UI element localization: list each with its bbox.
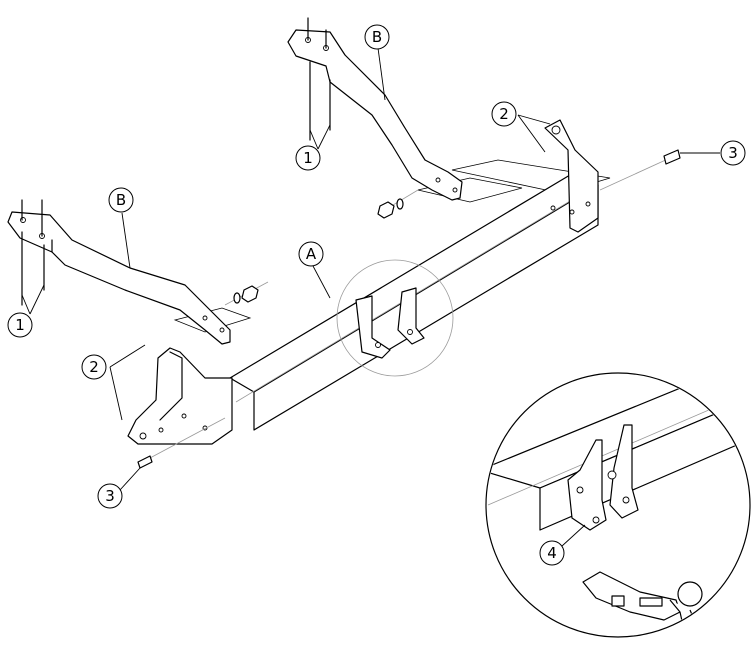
- callout-label-2: 2: [499, 105, 509, 123]
- end-plate-right: [544, 119, 599, 233]
- end-plate-left-outline: [127, 347, 233, 445]
- center-bracket-2: [397, 287, 425, 345]
- center-bracket-hole: [407, 329, 413, 335]
- arm-B-left-outline: [7, 211, 231, 345]
- nut-icon: [241, 285, 259, 303]
- bolt-right: [599, 149, 681, 191]
- callout-label-3: 3: [728, 144, 738, 162]
- leader-2-left: [109, 366, 123, 421]
- nut-icon: [377, 201, 395, 219]
- end-plate-right-outline: [544, 119, 599, 233]
- callout-circle: [364, 24, 390, 50]
- end-plate-right-hole: [569, 209, 575, 215]
- detail-bracket-right: [609, 424, 639, 519]
- callout-label-3: 3: [105, 487, 115, 505]
- callout-circle: [720, 140, 746, 166]
- callout-label-A: A: [306, 245, 317, 263]
- leader-1-right: [317, 124, 331, 150]
- callout-circle: [491, 101, 517, 127]
- callout-label-1: 1: [303, 149, 313, 167]
- bolt-left: [137, 417, 226, 469]
- detail-hole: [622, 496, 630, 504]
- end-plate-left-flange: [159, 351, 183, 421]
- fasteners-right: [377, 189, 419, 219]
- detail-crossbar-top: [487, 379, 749, 489]
- callout-4: 4: [539, 540, 565, 566]
- bolt-icon: [663, 149, 681, 165]
- leader-2-right: [517, 114, 551, 125]
- callout-circle: [298, 241, 324, 267]
- callout-circle: [108, 187, 134, 213]
- end-plate-left: [127, 347, 233, 445]
- end-plate-left-hole: [158, 427, 164, 433]
- leader-2-right: [517, 114, 546, 153]
- arm-B-left-hole: [20, 217, 26, 223]
- detail-clip: [639, 597, 663, 607]
- leader-1-left: [21, 294, 31, 315]
- center-bracket-1: [355, 295, 391, 359]
- callout-3-left: 3: [97, 483, 123, 509]
- end-plate-left-hole: [181, 413, 187, 419]
- arm-B-left: [7, 199, 231, 345]
- shadow-plane-right: [451, 159, 611, 194]
- detail-bracket-left: [567, 439, 607, 531]
- detail-hole: [592, 516, 600, 524]
- end-plate-left-hole: [139, 432, 147, 440]
- crossbar-front-face: [253, 184, 599, 431]
- detail-pin: [611, 595, 625, 607]
- callout-circle: [7, 312, 33, 338]
- callout-label-B: B: [372, 28, 382, 46]
- center-bracket-hole: [375, 342, 381, 348]
- arm-B-left-hole: [202, 315, 208, 321]
- detail-view: [485, 372, 751, 638]
- callout-B-left: B: [108, 187, 134, 213]
- callout-circle: [97, 483, 123, 509]
- leader-lines: [21, 47, 720, 547]
- leader-1-left: [29, 284, 45, 315]
- callout-1-right: 1: [295, 145, 321, 171]
- detail-highlight-circle: [336, 259, 454, 377]
- arm-B-right-outline: [287, 29, 463, 201]
- callout-circle: [539, 540, 565, 566]
- callout-B-right: B: [364, 24, 390, 50]
- callout-label-4: 4: [547, 544, 557, 562]
- leader-B-right: [377, 47, 386, 101]
- callout-circle: [295, 145, 321, 171]
- callout-2-right: 2: [491, 101, 517, 127]
- callout-circle: [81, 354, 107, 380]
- arm-B-right-hole: [435, 177, 441, 183]
- leader-2-left: [109, 344, 146, 368]
- arm-B-right: [287, 17, 463, 201]
- end-plate-right-hole: [551, 125, 561, 135]
- tow-ball-icon: [677, 581, 703, 607]
- leader-4: [561, 524, 586, 547]
- callout-1-left: 1: [7, 312, 33, 338]
- end-plate-right-hole: [585, 201, 591, 207]
- arm-B-left-hole: [219, 327, 225, 333]
- callout-2-left: 2: [81, 354, 107, 380]
- washer-icon: [396, 198, 404, 210]
- leader-3-left: [119, 467, 141, 491]
- fasteners-left: [224, 281, 269, 306]
- bolt-right-axis: [599, 157, 671, 191]
- crossbar-hole: [550, 205, 556, 211]
- center-brackets: [355, 287, 425, 359]
- callout-label-B: B: [116, 191, 126, 209]
- callout-label-1: 1: [15, 316, 25, 334]
- bolt-left-axis: [149, 417, 226, 459]
- arm-B-right-hole: [452, 187, 458, 193]
- bolt-icon: [137, 455, 153, 469]
- crossbar-top-face: [229, 171, 599, 393]
- leader-1-right: [309, 129, 319, 150]
- leader-A: [312, 265, 331, 299]
- washer-icon: [233, 292, 241, 304]
- callout-3-right: 3: [720, 140, 746, 166]
- callout-label-2: 2: [89, 358, 99, 376]
- leader-B-left: [121, 212, 131, 269]
- detail-nut: [607, 470, 617, 480]
- callout-A: A: [298, 241, 324, 267]
- detail-hole: [576, 486, 584, 494]
